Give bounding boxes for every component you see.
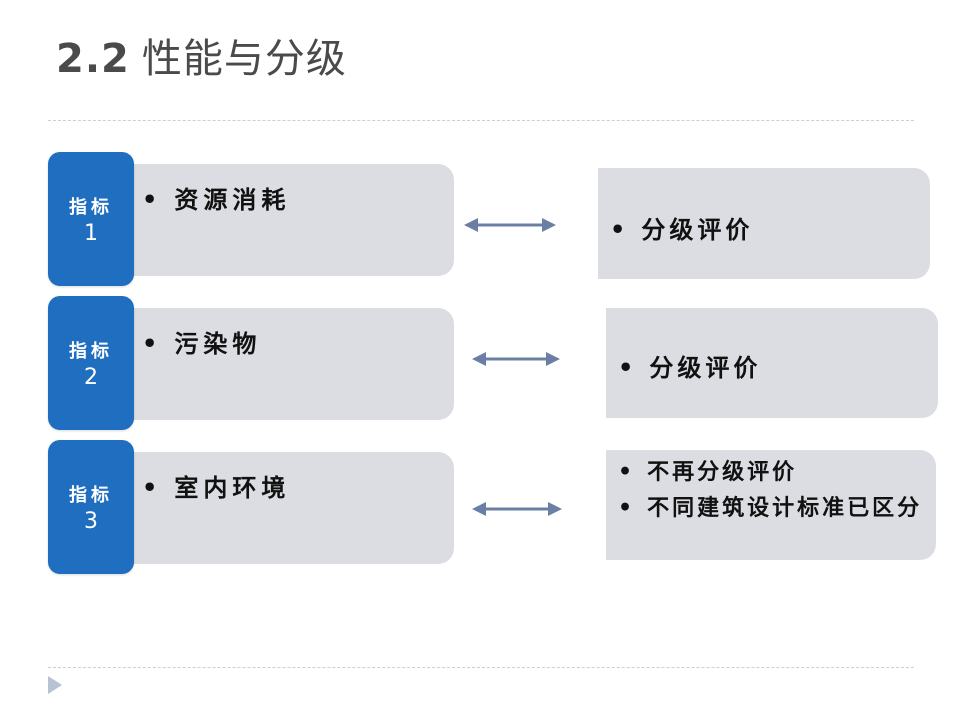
right-item: •不再分级评价: [618, 459, 798, 485]
indicator-label: 指标: [69, 196, 113, 218]
indicator-number: 3: [84, 508, 98, 534]
double-arrow-icon: [472, 352, 560, 366]
left-box-1: •资源消耗: [122, 164, 454, 276]
left-item: •污染物: [142, 329, 262, 358]
indicator-number: 2: [84, 364, 98, 390]
bottom-divider: [48, 667, 914, 668]
right-item: •分级评价: [610, 215, 754, 244]
left-item: •资源消耗: [142, 185, 291, 214]
right-box-3: •不再分级评价 •不同建筑设计标准已区分: [606, 450, 936, 560]
left-item: •室内环境: [142, 473, 291, 502]
double-arrow-icon: [464, 218, 556, 232]
indicator-tab-1: 指标 1: [48, 152, 134, 286]
double-arrow-icon: [472, 502, 562, 516]
right-box-2: •分级评价: [606, 308, 938, 418]
left-box-2: •污染物: [122, 308, 454, 420]
indicator-label: 指标: [69, 340, 113, 362]
section-title: 性能与分级: [141, 36, 347, 82]
left-box-3: •室内环境: [122, 452, 454, 564]
top-divider: [48, 120, 914, 121]
indicator-tab-3: 指标 3: [48, 440, 134, 574]
indicator-label: 指标: [69, 484, 113, 506]
triangle-right-icon: [48, 676, 62, 694]
indicator-tab-2: 指标 2: [48, 296, 134, 430]
section-number: 2.2: [56, 36, 130, 82]
right-box-1: •分级评价: [598, 168, 930, 279]
indicator-number: 1: [84, 220, 98, 246]
right-item: •不同建筑设计标准已区分: [618, 495, 923, 521]
right-item: •分级评价: [618, 353, 762, 382]
